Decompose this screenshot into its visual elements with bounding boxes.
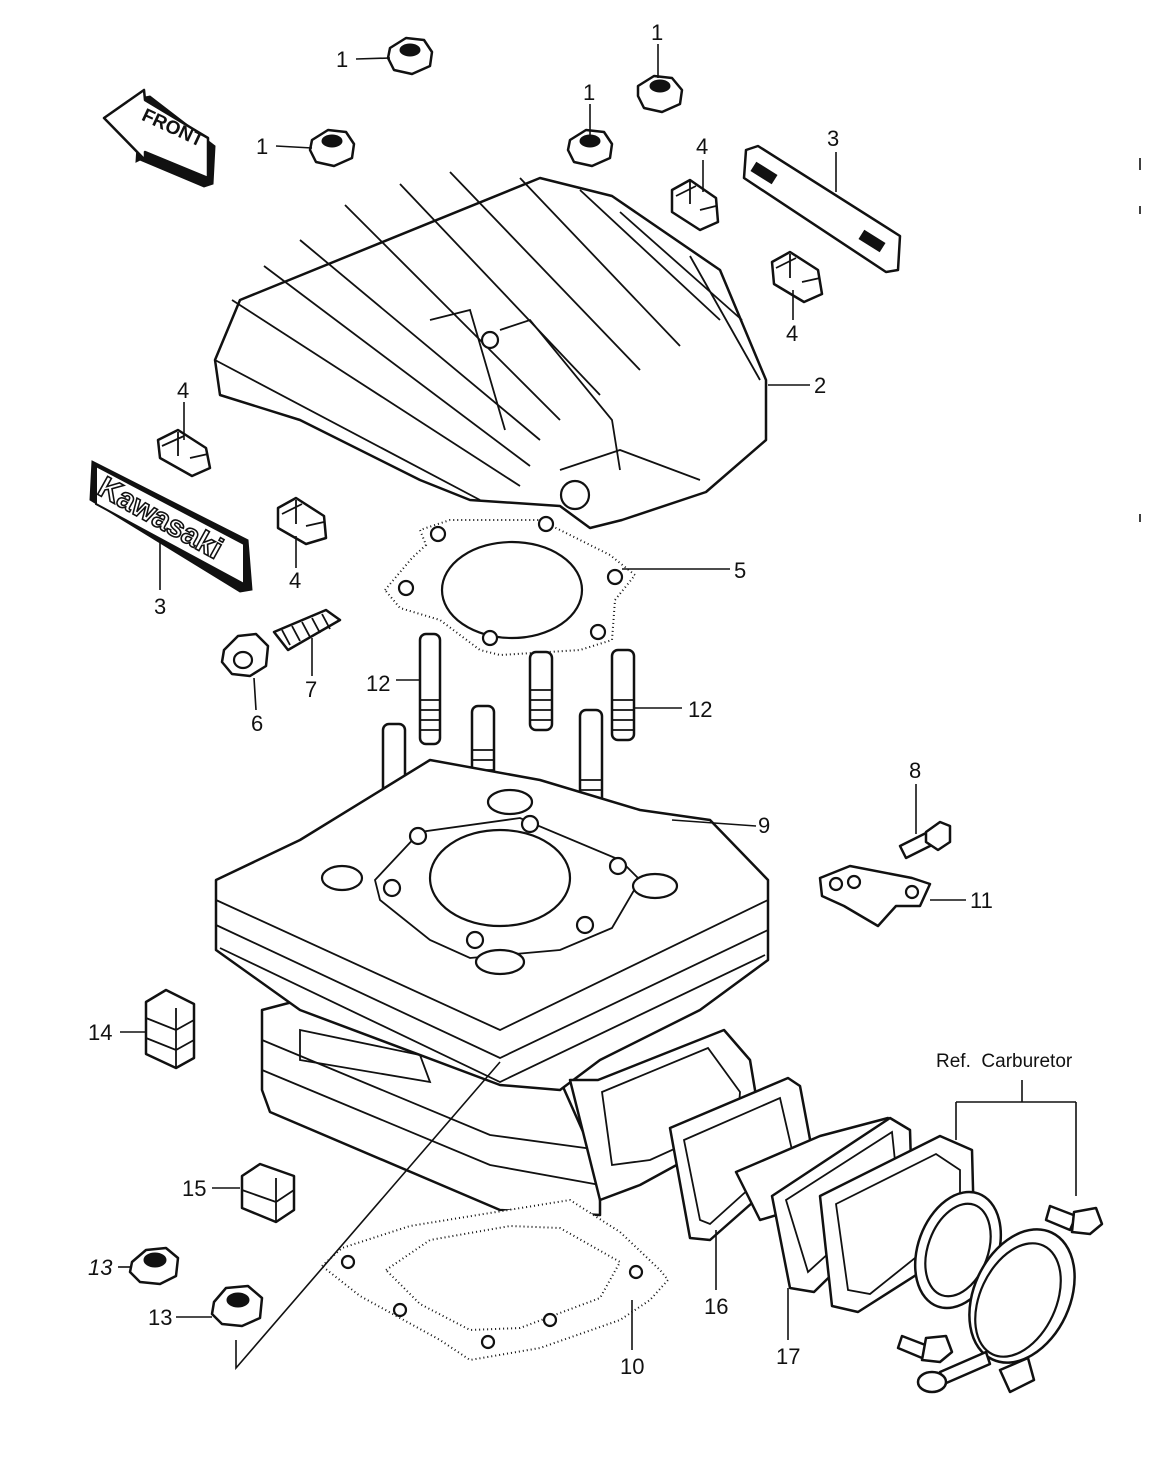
- cylinder-stud: [610, 648, 636, 742]
- cylinder-base-nut: [210, 1284, 264, 1328]
- callout-7: 7: [305, 677, 317, 702]
- leader-lines: [118, 44, 966, 1371]
- callout-1: 1: [336, 47, 348, 72]
- carburetor-clamp: [968, 1228, 1076, 1394]
- callout-16: 16: [704, 1294, 728, 1319]
- callout-4: 4: [696, 134, 708, 159]
- callout-1: 1: [583, 80, 595, 105]
- front-arrow-icon: FRONT: [102, 88, 216, 188]
- cylinder-head-nut: [308, 128, 356, 168]
- callout-13: 13: [148, 1305, 172, 1330]
- carburetor-bracket: [818, 864, 932, 928]
- cylinder-base-gasket: [320, 1198, 670, 1362]
- kawasaki-emblem: Kawasaki: [89, 460, 253, 593]
- callout-4: 4: [289, 568, 301, 593]
- callout-9: 9: [758, 813, 770, 838]
- head-plate: [742, 144, 902, 274]
- callout-12: 12: [366, 671, 390, 696]
- manifold-screw: [896, 1334, 954, 1364]
- fin-damper-clip: [770, 250, 824, 304]
- cylinder-stud: [418, 632, 442, 746]
- bracket-bolt: [898, 820, 952, 860]
- cylinder-head-nut: [386, 36, 434, 76]
- callout-labels: 1 1 1 1 2 3 3 4 4 4 4 5 6 7 8 9 10 11 12…: [88, 20, 993, 1379]
- callout-14: 14: [88, 1020, 112, 1045]
- manifold-screw: [1044, 1204, 1104, 1236]
- callout-2: 2: [814, 373, 826, 398]
- callout-1: 1: [256, 134, 268, 159]
- exhaust-stud: [272, 608, 342, 652]
- callout-12: 12: [688, 697, 712, 722]
- callout-15: 15: [182, 1176, 206, 1201]
- reference-bracket: Ref. Carburetor: [936, 1051, 1077, 1196]
- cylinder-head-nut: [636, 74, 684, 114]
- cylinder: [214, 758, 770, 1217]
- reference-label: Ref. Carburetor: [936, 1051, 1073, 1072]
- cylinder-head-nut: [566, 128, 614, 168]
- callout-4: 4: [786, 321, 798, 346]
- callout-11: 11: [970, 888, 993, 913]
- cylinder-head-gasket: [383, 515, 637, 657]
- manifold-screw: [916, 1350, 992, 1394]
- callout-6: 6: [251, 711, 263, 736]
- callout-17: 17: [776, 1344, 800, 1369]
- callout-13: 13: [88, 1255, 113, 1280]
- fin-damper-clip: [670, 178, 720, 232]
- fin-damper-block: [144, 988, 196, 1070]
- callout-8: 8: [909, 758, 921, 783]
- fin-damper-block: [240, 1162, 296, 1224]
- cylinder-head: [213, 171, 768, 530]
- callout-10: 10: [620, 1354, 644, 1379]
- fin-damper-clip: [276, 496, 328, 546]
- callout-1: 1: [651, 20, 663, 45]
- cylinder-base-nut: [128, 1246, 180, 1286]
- fin-damper-clip: [156, 428, 212, 478]
- cylinder-stud: [528, 650, 554, 732]
- callout-4: 4: [177, 378, 189, 403]
- exhaust-nut: [220, 632, 270, 678]
- callout-3: 3: [827, 126, 839, 151]
- callout-3: 3: [154, 594, 166, 619]
- callout-5: 5: [734, 558, 746, 583]
